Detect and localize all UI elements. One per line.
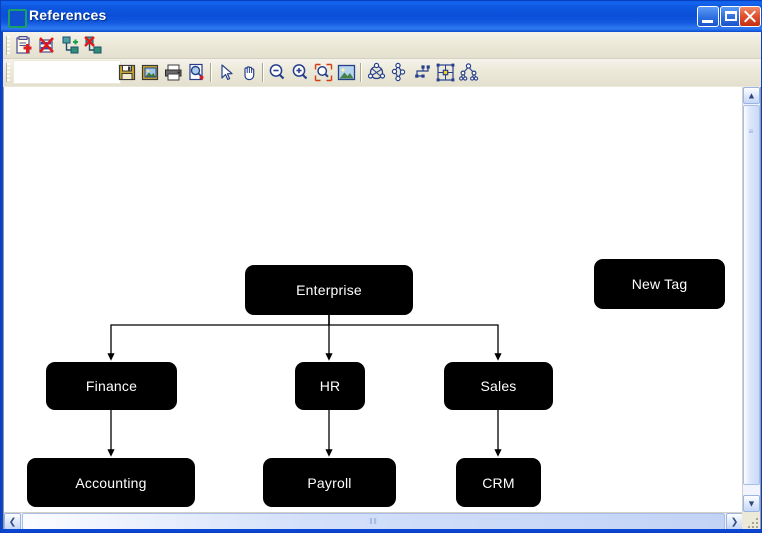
vertical-scrollbar[interactable]: ▲ ≡ ▼ bbox=[742, 87, 760, 512]
fit-content-icon[interactable] bbox=[336, 62, 357, 83]
graph-node-payroll[interactable]: Payroll bbox=[263, 458, 396, 507]
scroll-up-button[interactable]: ▲ bbox=[743, 87, 760, 104]
scrollbar-corner bbox=[742, 512, 760, 530]
graph-canvas[interactable]: Enterprise Finance HR Sales Accounting P… bbox=[4, 87, 743, 512]
toolbar-primary bbox=[3, 32, 761, 59]
toolbar-separator-3 bbox=[360, 63, 362, 82]
save-as-image-icon[interactable] bbox=[140, 62, 161, 83]
minimize-button[interactable] bbox=[697, 6, 719, 27]
zoom-out-icon[interactable] bbox=[267, 62, 288, 83]
window-document-icon bbox=[8, 9, 27, 28]
chevron-down-icon: ▼ bbox=[747, 498, 756, 508]
print-preview-icon[interactable] bbox=[186, 62, 207, 83]
close-button[interactable] bbox=[739, 6, 761, 27]
toolbar-grip[interactable] bbox=[6, 36, 10, 55]
chevron-up-icon: ▲ bbox=[747, 90, 756, 100]
node-label: New Tag bbox=[631, 276, 688, 292]
scroll-left-button[interactable]: ❮ bbox=[4, 513, 21, 530]
select-pointer-icon[interactable] bbox=[216, 62, 237, 83]
node-label: Payroll bbox=[307, 474, 352, 491]
scroll-thumb-grip: ≡ bbox=[748, 127, 755, 136]
zoom-in-icon[interactable] bbox=[290, 62, 311, 83]
title-bar[interactable]: References bbox=[1, 1, 762, 32]
scroll-down-button[interactable]: ▼ bbox=[743, 495, 760, 512]
delete-node-icon[interactable] bbox=[83, 35, 104, 56]
node-label: Finance bbox=[85, 378, 138, 394]
graph-node-new-tag[interactable]: New Tag bbox=[594, 259, 725, 309]
tree-layout-icon[interactable] bbox=[458, 62, 479, 83]
scroll-thumb-grip-horizontal: ‖‖ bbox=[369, 516, 378, 526]
horizontal-scrollbar[interactable]: ❮ ‖‖ ❯ bbox=[4, 512, 743, 530]
graph-node-finance[interactable]: Finance bbox=[46, 362, 177, 410]
delete-reference-icon[interactable] bbox=[36, 35, 57, 56]
chevron-left-icon: ❮ bbox=[8, 516, 17, 526]
scroll-right-button[interactable]: ❯ bbox=[726, 513, 743, 530]
graph-node-hr[interactable]: HR bbox=[295, 362, 365, 410]
node-label: Enterprise bbox=[296, 282, 362, 298]
graph-node-crm[interactable]: CRM bbox=[456, 458, 541, 507]
chevron-right-icon: ❯ bbox=[730, 516, 739, 526]
add-node-icon[interactable] bbox=[60, 35, 81, 56]
horizontal-scroll-thumb[interactable]: ‖‖ bbox=[22, 513, 725, 530]
toolbar-secondary bbox=[3, 59, 761, 86]
graph-node-sales[interactable]: Sales bbox=[444, 362, 553, 410]
circular-layout-icon[interactable] bbox=[366, 62, 387, 83]
pan-hand-icon[interactable] bbox=[239, 62, 260, 83]
window-title: References bbox=[29, 7, 107, 23]
toolbar-separator bbox=[210, 63, 212, 82]
node-label: Accounting bbox=[75, 474, 147, 491]
window-bottom-border bbox=[3, 529, 761, 532]
client-area: Enterprise Finance HR Sales Accounting P… bbox=[3, 87, 761, 531]
organic-layout-icon[interactable] bbox=[389, 62, 410, 83]
node-label: HR bbox=[319, 378, 341, 394]
node-label: Sales bbox=[480, 378, 517, 394]
toolbar-blank-field bbox=[13, 60, 121, 84]
toolbar-grip-secondary[interactable] bbox=[6, 63, 10, 82]
resize-grip-icon[interactable] bbox=[746, 516, 758, 528]
graph-node-enterprise[interactable]: Enterprise bbox=[245, 265, 413, 315]
add-reference-icon[interactable] bbox=[14, 35, 35, 56]
orthogonal-layout-icon[interactable] bbox=[412, 62, 433, 83]
toolbar-area bbox=[3, 32, 761, 88]
zoom-area-icon[interactable] bbox=[313, 62, 334, 83]
hierarchic-layout-icon[interactable] bbox=[435, 62, 456, 83]
print-icon[interactable] bbox=[163, 62, 184, 83]
vertical-scroll-thumb[interactable]: ≡ bbox=[743, 105, 760, 485]
save-icon[interactable] bbox=[117, 62, 138, 83]
node-label: CRM bbox=[482, 474, 515, 491]
toolbar-separator-2 bbox=[262, 63, 264, 82]
graph-node-accounting[interactable]: Accounting bbox=[27, 458, 195, 507]
